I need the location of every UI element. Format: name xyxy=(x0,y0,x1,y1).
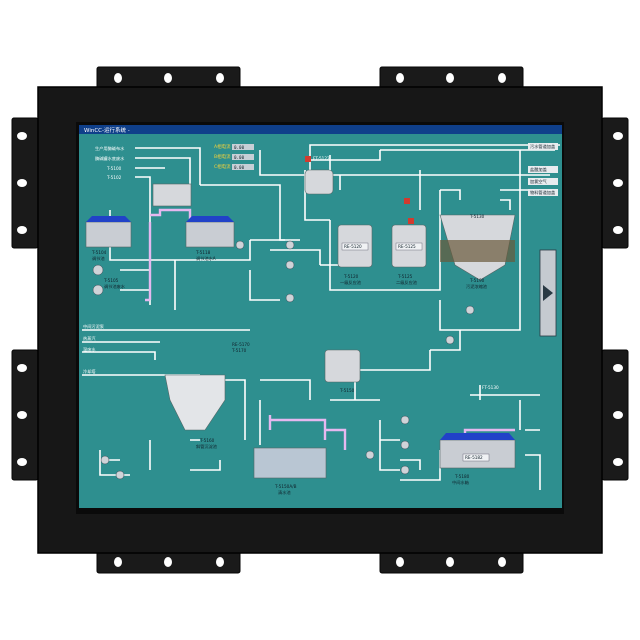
equipment-label: 调节池 xyxy=(92,255,105,262)
dosing-tank xyxy=(304,169,334,195)
inlet-label: T-5100 xyxy=(106,166,122,171)
bracket-holes xyxy=(17,73,623,567)
equipment-label: 调节池水A xyxy=(196,255,216,262)
instrument-tag: RE-5120 xyxy=(344,244,362,249)
status-value-b: 0.00 xyxy=(234,155,245,160)
equipment-label: T-5150 xyxy=(339,388,355,393)
screen-bottom-edge xyxy=(79,508,562,511)
instrument-tag: RE-5182 xyxy=(465,455,483,460)
inlet-label: 酶碱罐水底废水 xyxy=(95,155,125,162)
equipment-label: T-5118 xyxy=(195,250,211,255)
side-label: 中间污泥泵 xyxy=(83,323,104,330)
outlet-label: 物料管道加盖 xyxy=(530,189,555,196)
tank-5104 xyxy=(85,221,132,248)
side-label: 冷却塔 xyxy=(83,368,96,375)
valves xyxy=(305,156,414,224)
inlet-label: 生产用酶碱布水 xyxy=(95,145,125,152)
screen: WinCC-运行系统 - xyxy=(79,125,562,511)
side-label: 温废水 xyxy=(83,346,96,353)
equipment-label: 斜管沉淀池 xyxy=(196,443,218,450)
highlight-pipes xyxy=(145,208,515,450)
equipment-label: T-5160 xyxy=(199,438,215,443)
scroll-right-button[interactable] xyxy=(539,249,557,337)
instrument-tag: RE-5170 xyxy=(232,342,250,347)
equipment-label: T-5130 xyxy=(469,214,485,219)
clear-water-basin xyxy=(253,447,327,479)
equipment-label: 一级反应池 xyxy=(340,279,362,286)
tank-5118 xyxy=(185,221,235,248)
equipment-label: 污泥浓缩池 xyxy=(466,283,488,290)
outlet-label: 加氯空气 xyxy=(530,178,548,185)
equipment-label: T-5190 xyxy=(469,278,485,283)
side-labels: 中间污泥泵 热蒸汽 温废水 冷却塔 xyxy=(83,323,104,375)
equipment-label: T-5150A/B xyxy=(274,484,297,489)
status-label-a: A相电流 xyxy=(214,143,231,150)
instrument-tag: RE-5125 xyxy=(398,244,416,249)
equipment-label: 清水池 xyxy=(278,489,291,496)
outlet-label: 盐酸加盖 xyxy=(530,166,547,173)
outlet-labels: 污水管道加盖 盐酸加盖 加氯空气 物料管道加盖 xyxy=(528,143,558,196)
cooling-tower xyxy=(324,349,361,383)
equipment-label: T-5180 xyxy=(454,474,470,479)
equipment-label: T-5120 xyxy=(343,274,359,279)
equipment-labels: T-5104 调节池 T-5105 调节池废水 T-5118 调节池水A T-5… xyxy=(91,214,488,496)
chevron-right-icon xyxy=(543,285,553,301)
status-label-b: B相电流 xyxy=(214,153,231,160)
side-label: 热蒸汽 xyxy=(83,335,96,342)
inlet-label: T-5102 xyxy=(106,175,122,180)
equipment-label: T-5125 xyxy=(397,274,413,279)
sludge-hopper xyxy=(164,374,226,431)
status-value-a: 0.00 xyxy=(234,145,245,150)
title-bar xyxy=(79,125,562,134)
inlet-labels: 生产用酶碱布水 酶碱罐水底废水 T-5100 T-5102 xyxy=(95,145,125,180)
equipment xyxy=(85,169,516,479)
pumps xyxy=(92,240,475,480)
instrument-tag: FT-5122 xyxy=(313,156,330,161)
instrument-tags: RE-5120 RE-5125 RE-5170 RE-5182 FT-5122 … xyxy=(232,156,499,462)
equipment-label: T-5104 xyxy=(91,250,107,255)
instrument-tag: FT-5130 xyxy=(482,385,499,390)
equipment-label: 二级反应池 xyxy=(396,279,418,286)
equipment-label: 中间水箱 xyxy=(452,479,469,486)
status-label-c: C相电流 xyxy=(214,163,231,170)
window-title: WinCC-运行系统 - xyxy=(84,126,130,134)
equipment-label: T-5105 xyxy=(103,278,119,283)
outlet-label: 污水管道加盖 xyxy=(530,143,555,150)
equipment-label: 调节池废水 xyxy=(104,283,126,290)
status-value-c: 0.00 xyxy=(234,165,245,170)
status-panel: A相电流 0.00 B相电流 0.00 C相电流 0.00 xyxy=(214,143,254,170)
equipment-label: T-5170 xyxy=(231,348,247,353)
mixer-box xyxy=(152,183,192,207)
